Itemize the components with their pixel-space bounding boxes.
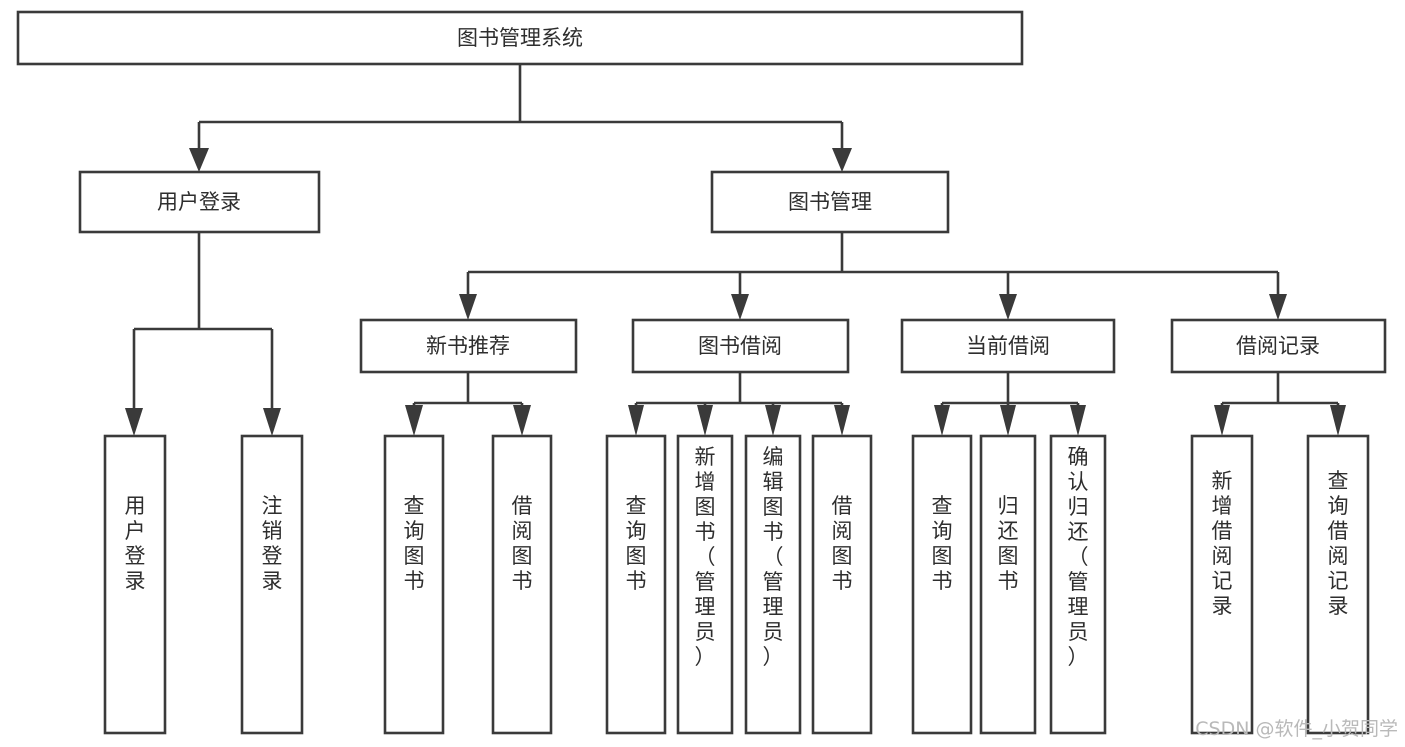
leaf-borrow-query-book-box[interactable]: [605, 434, 667, 735]
leaf-record-add-record-label: 新增借阅记录: [1212, 469, 1233, 618]
arrowhead-borrow-leaf-2: [697, 405, 713, 436]
leaf-record-query-record-label: 查询借阅记录: [1328, 469, 1349, 618]
arrowhead-bookmgmt-child-3: [999, 294, 1017, 320]
leaf-borrow-query-book-label: 查询图书: [626, 494, 647, 593]
node-user-login-box[interactable]: [78, 170, 321, 234]
arrowhead-record-leaf-2: [1330, 405, 1346, 436]
arrowhead-bookmgmt-child-4: [1269, 294, 1287, 320]
node-current-borrow-box[interactable]: [900, 318, 1116, 374]
leaf-borrow-edit-book[interactable]: 编辑图书（管理员）: [744, 434, 802, 735]
leaf-user-login-login-box[interactable]: [103, 434, 167, 735]
leaf-recommend-query-book-box[interactable]: [383, 434, 445, 735]
leaf-borrow-borrow-book-label: 借阅图书: [832, 494, 853, 593]
leaf-current-return-book[interactable]: 归还图书: [979, 434, 1037, 735]
node-borrow-record[interactable]: 借阅记录: [1170, 318, 1387, 374]
leaf-user-login-login[interactable]: 用户登录: [103, 434, 167, 735]
leaf-recommend-query-book[interactable]: 查询图书: [383, 434, 445, 735]
arrowhead-borrow-leaf-4: [834, 405, 850, 436]
leaf-current-confirm-return-box[interactable]: [1049, 434, 1107, 735]
leaf-recommend-borrow-book-label: 借阅图书: [512, 494, 533, 593]
leaf-record-query-record-box[interactable]: [1306, 434, 1370, 735]
arrowhead-borrow-leaf-3: [765, 405, 781, 436]
node-new-book-recommend[interactable]: 新书推荐: [359, 318, 578, 374]
leaf-record-add-record-box[interactable]: [1190, 434, 1254, 735]
arrowhead-borrow-leaf-1: [628, 405, 644, 436]
connector-group-record: [1214, 372, 1346, 436]
leaf-current-return-book-label: 归还图书: [998, 494, 1019, 593]
arrowhead-record-leaf-1: [1214, 405, 1230, 436]
node-new-book-recommend-box[interactable]: [359, 318, 578, 374]
node-book-borrow-label: 图书借阅: [698, 334, 782, 358]
node-user-login-label: 用户登录: [157, 190, 241, 214]
node-borrow-record-box[interactable]: [1170, 318, 1387, 374]
node-new-book-recommend-label: 新书推荐: [426, 334, 510, 358]
arrowhead-newbook-leaf-2: [513, 405, 531, 436]
leaf-borrow-query-book[interactable]: 查询图书: [605, 434, 667, 735]
leaf-recommend-query-book-label: 查询图书: [404, 494, 425, 593]
leaf-user-login-logout-label: 注销登录: [262, 494, 283, 593]
connector-group-borrow: [628, 372, 850, 436]
arrowhead-current-leaf-3: [1070, 405, 1086, 436]
leaf-current-query-book-box[interactable]: [911, 434, 973, 735]
connector-group-newbook: [405, 372, 531, 436]
connector-group-userlogin: [125, 232, 281, 436]
arrowhead-userlogin-leaf-2: [263, 408, 281, 436]
leaf-recommend-borrow-book[interactable]: 借阅图书: [491, 434, 553, 735]
arrowhead-newbook-leaf-1: [405, 405, 423, 436]
leaf-current-confirm-return[interactable]: 确认归还（管理员）: [1049, 434, 1107, 735]
node-root[interactable]: 图书管理系统: [16, 10, 1024, 66]
node-root-box[interactable]: [16, 10, 1024, 66]
leaf-borrow-borrow-book[interactable]: 借阅图书: [811, 434, 873, 735]
leaf-borrow-add-book[interactable]: 新增图书（管理员）: [676, 434, 734, 735]
arrowhead-root-to-userlogin: [189, 148, 209, 172]
leaf-borrow-add-book-box[interactable]: [676, 434, 734, 735]
arrowhead-current-leaf-1: [934, 405, 950, 436]
leaf-current-confirm-return-label: 确认归还（管理员）: [1068, 445, 1089, 669]
leaf-borrow-add-book-label: 新增图书（管理员）: [695, 445, 716, 669]
leaf-current-query-book[interactable]: 查询图书: [911, 434, 973, 735]
leaf-user-login-login-label: 用户登录: [125, 494, 146, 593]
node-user-login[interactable]: 用户登录: [78, 170, 321, 234]
node-book-management-label: 图书管理: [788, 190, 872, 214]
connector-group-current: [934, 372, 1086, 436]
node-book-borrow-box[interactable]: [631, 318, 850, 374]
leaf-borrow-edit-book-label: 编辑图书（管理员）: [763, 445, 784, 669]
leaf-user-login-logout[interactable]: 注销登录: [240, 434, 304, 735]
leaf-current-query-book-label: 查询图书: [932, 494, 953, 593]
node-root-label: 图书管理系统: [457, 26, 583, 50]
leaf-user-login-logout-box[interactable]: [240, 434, 304, 735]
arrowhead-root-to-bookmgmt: [832, 148, 852, 172]
node-borrow-record-label: 借阅记录: [1236, 334, 1320, 358]
arrowhead-bookmgmt-child-2: [731, 294, 749, 320]
node-current-borrow-label: 当前借阅: [966, 334, 1050, 358]
leaf-borrow-borrow-book-box[interactable]: [811, 434, 873, 735]
node-book-borrow[interactable]: 图书借阅: [631, 318, 850, 374]
leaf-borrow-edit-book-box[interactable]: [744, 434, 802, 735]
node-book-management-box[interactable]: [710, 170, 950, 234]
connector-group-bookmgmt: [459, 232, 1287, 320]
leaf-recommend-borrow-book-box[interactable]: [491, 434, 553, 735]
arrowhead-current-leaf-2: [1000, 405, 1016, 436]
connector-group-root: [189, 64, 852, 172]
node-book-management[interactable]: 图书管理: [710, 170, 950, 234]
node-current-borrow[interactable]: 当前借阅: [900, 318, 1116, 374]
arrowhead-userlogin-leaf-1: [125, 408, 143, 436]
leaf-current-return-book-box[interactable]: [979, 434, 1037, 735]
arrowhead-bookmgmt-child-1: [459, 294, 477, 320]
leaf-record-add-record[interactable]: 新增借阅记录: [1190, 434, 1254, 735]
leaf-record-query-record[interactable]: 查询借阅记录: [1306, 434, 1370, 735]
csdn-watermark: CSDN @软件_小贺同学: [1195, 718, 1398, 740]
